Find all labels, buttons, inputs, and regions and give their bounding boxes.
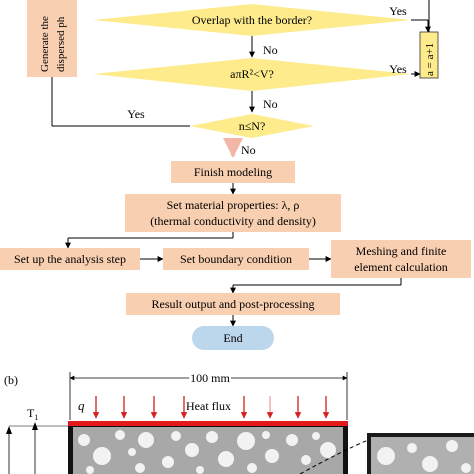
particle [377, 447, 395, 465]
particle [301, 455, 311, 465]
heat-flux-label: Heat flux [186, 399, 231, 413]
particle [115, 430, 125, 440]
panel-b-label: (b) [4, 373, 18, 387]
boundary-condition-box [163, 248, 309, 270]
material-properties-label-1: Set material properties: λ, ρ [167, 198, 300, 212]
yes-label-3: Yes [127, 107, 145, 121]
yes-label-2: Yes [389, 62, 407, 76]
top-heated-plate [68, 421, 348, 426]
decision-overlap-diamond [93, 4, 411, 36]
decision-volume-label: aπR²<V? [230, 67, 274, 81]
analysis-step-box [0, 248, 140, 270]
generate-phase-box [27, 0, 77, 77]
particle [206, 431, 218, 443]
particle [185, 443, 199, 457]
meshing-label-1: Meshing and finite [356, 244, 447, 258]
decision-volume-diamond [93, 58, 411, 91]
result-output-box [126, 293, 340, 315]
heat-flux-arrows [92, 396, 330, 419]
particle [286, 434, 298, 446]
particle [171, 431, 181, 441]
particle [128, 448, 136, 456]
no-label-3: No [241, 143, 256, 157]
no-label-2: No [263, 97, 278, 111]
end-label: End [223, 331, 242, 345]
particle [86, 466, 94, 474]
finish-modeling-box [171, 161, 295, 183]
counter-label: a = a+1 [424, 43, 436, 76]
t1-dim-left-head [6, 426, 12, 434]
temperature-label: T1 [27, 406, 38, 422]
zoom-inset-particles [377, 440, 471, 473]
particle [162, 456, 174, 468]
finish-modeling-label: Finish modeling [194, 165, 272, 179]
particle [446, 440, 458, 452]
particle [320, 442, 336, 458]
particle [422, 456, 438, 472]
particle [218, 451, 234, 467]
meshing-box [331, 240, 471, 278]
zoom-connector-curve [299, 439, 369, 474]
generate-phase-label-2: dispersed ph [55, 16, 67, 72]
meshing-label-2: element calculation [354, 260, 448, 274]
width-label: 100 mm [190, 371, 230, 385]
particle [312, 432, 320, 440]
particle [138, 432, 154, 448]
flowchart: Generate the dispersed ph Overlap with t… [0, 0, 471, 350]
particle [265, 449, 279, 463]
boundary-condition-label: Set boundary condition [180, 252, 292, 266]
particle [93, 447, 111, 465]
dispersed-particles [78, 430, 336, 474]
particle [196, 466, 204, 474]
decision-count-diamond [190, 114, 314, 138]
particle [407, 443, 417, 453]
result-output-label: Result output and post-processing [152, 297, 315, 311]
temperature-subscript: 1 [34, 413, 38, 422]
material-properties-box [125, 194, 341, 232]
no-label-1: No [263, 43, 278, 57]
end-terminal [192, 326, 274, 350]
particle [461, 463, 471, 473]
decision-overlap-label: Overlap with the border? [192, 13, 312, 27]
particle [78, 434, 90, 446]
decision-count-label: n≤N? [239, 119, 266, 133]
yes-label-1: Yes [389, 4, 407, 18]
particle [262, 431, 270, 439]
heat-flux-symbol: q [78, 398, 85, 413]
panel-b: (b) 100 mm q Heat flux T1 [4, 369, 474, 474]
particle [237, 432, 255, 450]
particle [247, 463, 257, 473]
particle [135, 463, 145, 473]
generate-phase-label-1: Generate the [39, 16, 51, 72]
material-properties-label-2: (thermal conductivity and density) [150, 214, 316, 228]
analysis-step-label: Set up the analysis step [14, 252, 126, 266]
